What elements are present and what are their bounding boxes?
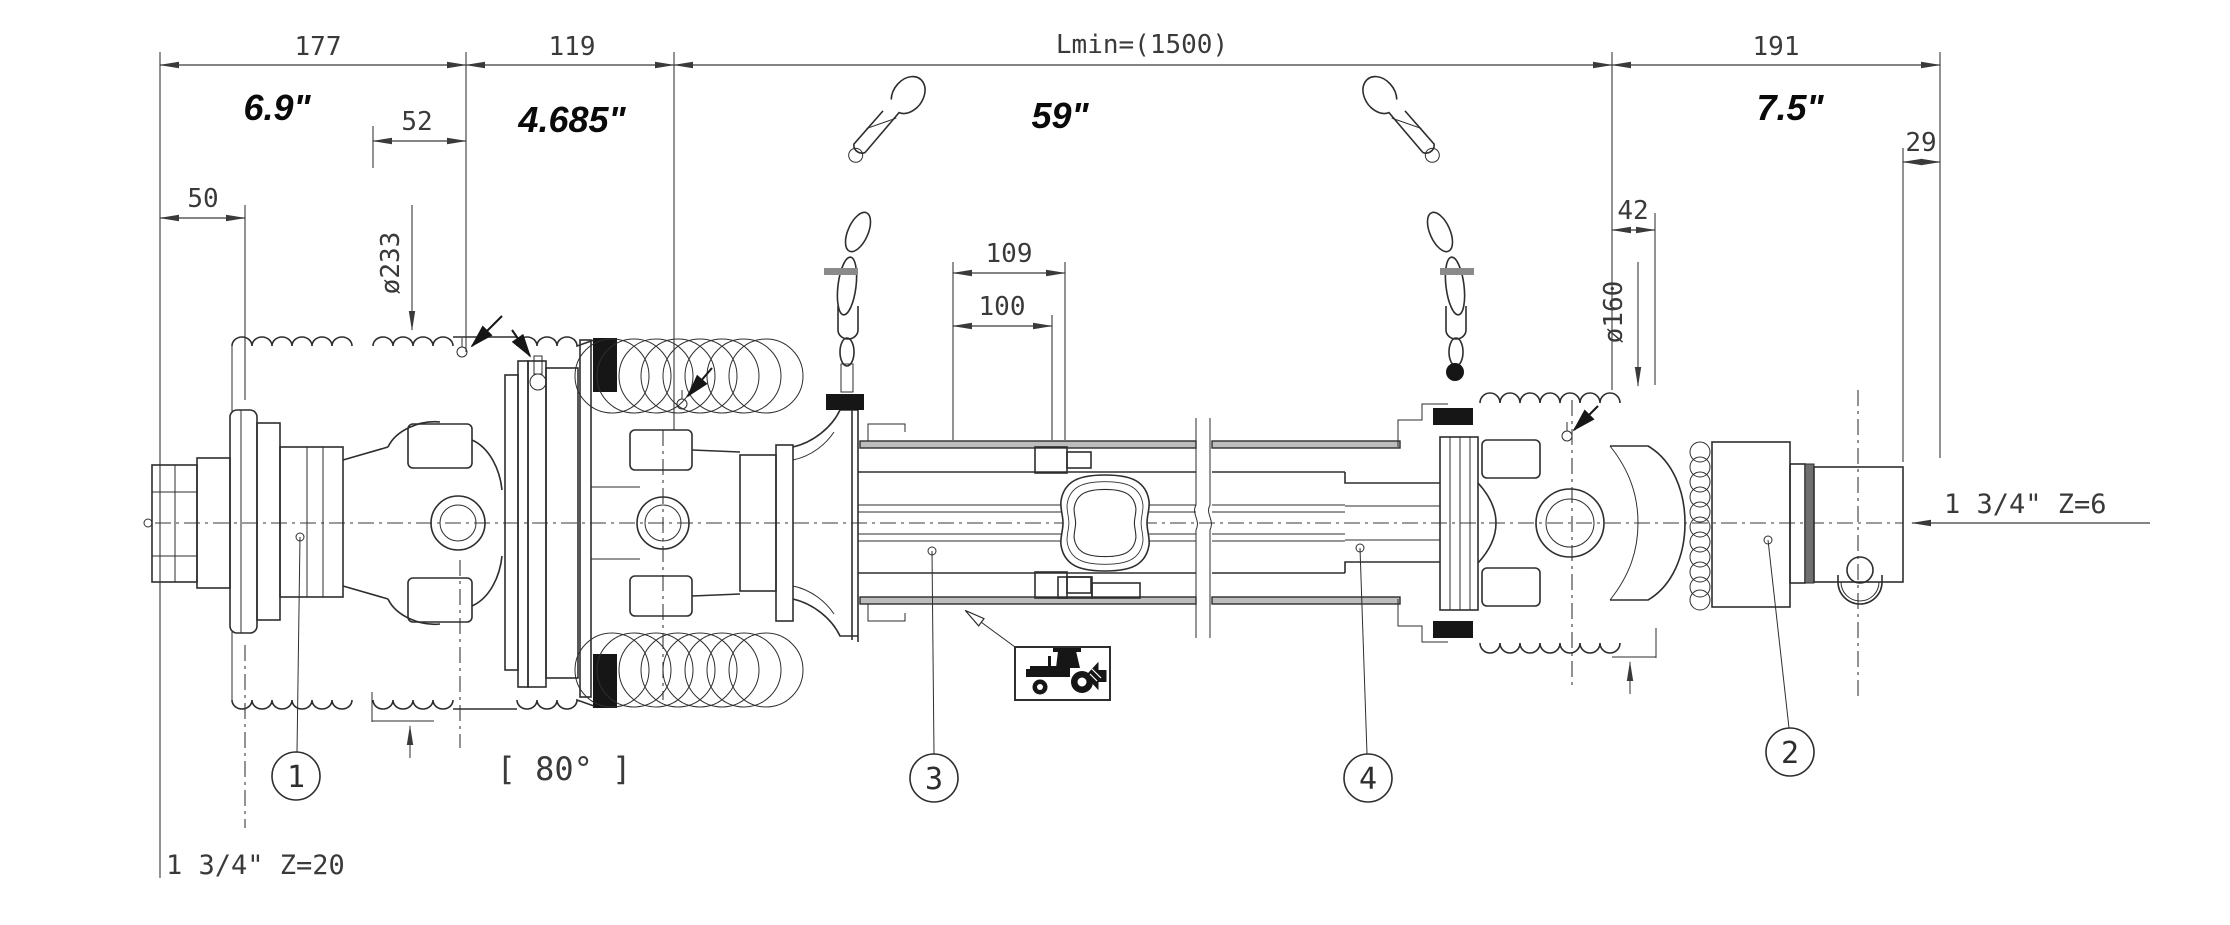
guard-edge-tick — [1440, 268, 1474, 275]
chain-anchor-bolt — [1446, 363, 1464, 381]
bellows-clamp-bottom — [593, 654, 617, 708]
svg-text:2: 2 — [1781, 736, 1799, 771]
chain-link — [836, 256, 858, 316]
svg-text:3: 3 — [925, 762, 943, 797]
u-joint-1 — [387, 338, 503, 626]
chain-anchor — [840, 363, 854, 393]
spline-shaft-tractor-end — [151, 457, 231, 589]
bellows-right-bottom — [1479, 642, 1621, 654]
right-assembly — [1397, 392, 1904, 654]
dimension-chain-top: 177 119 Lmin=(1500) 191 — [159, 30, 1941, 878]
centerline-end-dot — [143, 518, 153, 528]
clamp-top-right — [1433, 408, 1473, 425]
grease-zerk-1 — [456, 338, 468, 358]
spiral-guard-coils — [574, 338, 804, 708]
grease-arrow-2 — [511, 329, 532, 358]
dim-119: 119 — [549, 32, 596, 62]
u-joint-2 — [591, 390, 777, 617]
left-arrow-icon — [1085, 661, 1107, 691]
dim-109: 109 — [986, 239, 1033, 269]
tube-profile-cross-section — [1059, 474, 1151, 572]
grease-arrow-4 — [1572, 405, 1599, 432]
grease-arrow-1 — [470, 315, 503, 348]
grease-arrow-3 — [686, 367, 713, 398]
dim-52: 52 — [401, 107, 432, 137]
spring-collar — [1689, 441, 1711, 611]
bellows-right-top — [1479, 392, 1621, 404]
balloon-3: 3 — [909, 546, 959, 803]
dim-233: ø233 — [376, 232, 406, 295]
dim-29: 29 — [1905, 128, 1936, 158]
tractor-direction-box — [964, 609, 1111, 701]
chain-link — [1444, 256, 1466, 316]
chain-link — [844, 211, 872, 253]
inner-tube-right — [1344, 472, 1440, 573]
drive-tube — [858, 418, 1440, 638]
chain-shackle — [1445, 306, 1467, 340]
dim-191: 191 — [1753, 32, 1800, 62]
spline-label-implement: 1 3/4" Z=6 — [1944, 489, 2107, 520]
chain-link — [1448, 337, 1464, 367]
angle-note: [ 80° ] — [497, 750, 632, 788]
inch-labels: 6.9" 4.685" 59" 7.5" — [243, 87, 1824, 140]
release-collar — [229, 409, 389, 634]
bellows-clamp-top — [593, 338, 617, 392]
datum-left — [371, 692, 434, 758]
guard-bell-left — [775, 404, 859, 642]
grease-zerk-2 — [676, 390, 688, 410]
label-59in: 59" — [1031, 95, 1089, 136]
snap-hook-icon — [848, 75, 926, 163]
balloon-4: 4 — [1343, 543, 1393, 803]
balloon-1: 1 — [271, 532, 321, 801]
clutch-bolt — [529, 355, 547, 391]
dim-lmin: Lmin=(1500) — [1056, 30, 1228, 60]
clutch-disc-stack — [504, 338, 617, 708]
coils-bottom — [574, 632, 804, 708]
dim-160: ø160 — [1599, 281, 1629, 344]
tractor-icon — [1026, 648, 1093, 695]
chain-shackle — [837, 306, 859, 340]
centerlines — [143, 390, 1903, 828]
implement-hub — [1711, 441, 1904, 608]
grease-point-arrows — [470, 315, 1599, 432]
spline-label-tractor: 1 3/4" Z=20 — [166, 850, 345, 881]
dim-50: 50 — [187, 184, 218, 214]
detail-dimensions: 50 52 ø233 109 100 42 ø160 29 — [159, 107, 1941, 758]
spline-callouts: 1 3/4" Z=20 1 3/4" Z=6 — [166, 489, 2150, 881]
snap-hook-icon — [1362, 75, 1440, 163]
break-lines — [1194, 418, 1212, 638]
label-6-9in: 6.9" — [243, 87, 311, 128]
dim-42: 42 — [1617, 196, 1648, 226]
label-7-5in: 7.5" — [1756, 87, 1824, 128]
u-joint-3 — [1477, 422, 1605, 607]
clamp-bottom-right — [1433, 621, 1473, 638]
guard-bell-right — [1397, 392, 1621, 654]
svg-text:4: 4 — [1359, 762, 1377, 797]
safety-chain-right — [1362, 75, 1474, 381]
clamp-bolt-lug — [1837, 556, 1883, 605]
chain-link — [1426, 211, 1454, 253]
lock-collar — [1034, 446, 1141, 599]
chain-clamp — [826, 394, 864, 410]
balloon-2: 2 — [1763, 535, 1815, 777]
tractor-box-leader — [964, 609, 1016, 648]
dim-177: 177 — [295, 32, 342, 62]
guard-edge-tick — [824, 268, 858, 275]
tube-bracket — [867, 423, 906, 622]
safety-chain-left — [824, 75, 926, 410]
svg-text:1: 1 — [287, 760, 305, 795]
part-balloons: 1 3 4 2 — [271, 532, 1815, 803]
chain-link — [839, 337, 855, 367]
flare-yoke-right — [1609, 445, 1686, 601]
datum-right — [1612, 628, 1657, 694]
grease-zerk-3 — [1561, 422, 1573, 442]
left-assembly — [151, 336, 859, 710]
dim-100: 100 — [979, 292, 1026, 322]
label-4-685in: 4.685" — [517, 99, 626, 140]
